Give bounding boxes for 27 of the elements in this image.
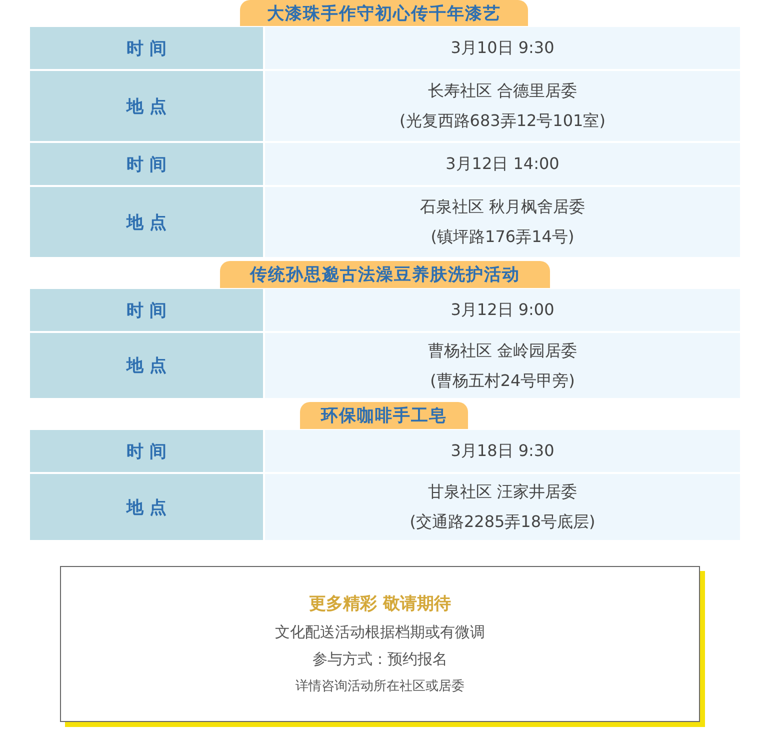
notice-heading: 更多精彩 敬请期待 xyxy=(309,592,451,616)
table-cell: 时 间 xyxy=(30,289,263,331)
notice-text: 文化配送活动根据档期或有微调 xyxy=(275,622,485,642)
cell-text: 甘泉社区 汪家井居委 xyxy=(428,481,578,503)
tab-header: 大漆珠手作守初心传千年漆艺 xyxy=(240,0,528,26)
table-cell: 地 点 xyxy=(30,474,263,540)
cell-text: 曹杨社区 金岭园居委 xyxy=(428,340,578,362)
cell-text: (光复西路683弄12号101室) xyxy=(400,110,606,132)
cell-text: 3月12日 9:00 xyxy=(450,299,554,321)
cell-text: 石泉社区 秋月枫舍居委 xyxy=(420,196,586,218)
cell-text: (曹杨五村24号甲旁) xyxy=(430,370,575,392)
table-cell: 时 间 xyxy=(30,27,263,69)
cell-text: 长寿社区 合德里居委 xyxy=(428,80,578,102)
cell-text: (镇坪路176弄14号) xyxy=(430,226,574,248)
table-cell: 时 间 xyxy=(30,143,263,185)
table-cell: 地 点 xyxy=(30,333,263,398)
notice-text: 参与方式：预约报名 xyxy=(312,648,448,670)
cell-text: (交通路2285弄18号底层) xyxy=(410,511,596,533)
tab-header: 环保咖啡手工皂 xyxy=(300,402,468,429)
cell-text: 3月18日 9:30 xyxy=(450,440,554,462)
table-cell: 地 点 xyxy=(30,71,263,141)
table-cell: 地 点 xyxy=(30,187,263,257)
cell-text: 3月12日 14:00 xyxy=(446,153,560,175)
notice-text: 详情咨询活动所在社区或居委 xyxy=(296,678,464,696)
tab-header: 传统孙思邈古法澡豆养肤洗护活动 xyxy=(220,261,550,288)
cell-text: 3月10日 9:30 xyxy=(450,37,554,59)
table-cell: 时 间 xyxy=(30,430,263,472)
